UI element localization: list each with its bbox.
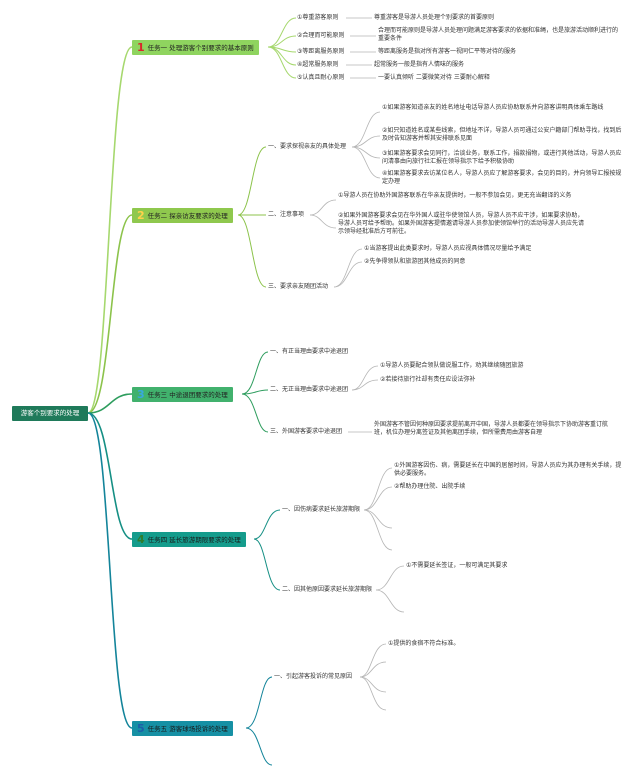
t2-sub2-item-2: ②如果外国游客要求会见在华外国人或驻华使领馆人员，导游人员不应干涉，如果要求协助… [338,212,585,235]
t4-sub1-item-1: ①外国游客因伤、病，需要延长在中国的居留时间，导游人员应为其办理有关手续，提供必… [394,462,622,477]
principle-2-desc: 合理而可能原则是导游人员处理问题满足游客要求的依据和准绳，也是旅游活动顺利进行的… [378,27,619,42]
task-number: 4 [137,533,145,546]
task-label: 任务三 中途退团要求的处理 [147,391,228,399]
task-label: 任务二 探亲访友要求的处理 [147,212,228,220]
t3-sub2-item-1: ①导游人员要配合领队做说服工作，劝其继续随团旅游 [380,362,524,369]
principle-1-label[interactable]: ①尊重游客原则 [297,14,339,21]
t2-sub3-item-1: ①当游客提出此类要求时，导游人员应视具体情况尽量给予满足 [364,245,532,252]
t4-sub2-item-1: ①不需要延长签证，一般可满足其要求 [406,562,508,569]
t4-sub2[interactable]: 二、因其他原因要求延长旅游期限 [282,586,373,593]
principle-3-label[interactable]: ③等距离服务原则 [297,48,345,55]
principle-4-desc: 超常服务一般是指有人情味的服务 [374,61,465,68]
t4-sub1[interactable]: 一、因伤病要求延长旅游期限 [282,506,361,513]
t2-sub2[interactable]: 二、注意事项 [268,211,305,218]
t2-sub1[interactable]: 一、要求探视亲友的具体处理 [268,143,347,150]
task-number: 3 [137,388,145,401]
t2-sub3[interactable]: 三、要求亲友随团活动 [268,283,329,290]
principle-5-label[interactable]: ⑤认真且耐心原则 [297,74,345,81]
principle-2-label[interactable]: ②合理而可能原则 [297,32,345,39]
principle-3-desc: 等距离服务是指对所有游客一视同仁平等对待的服务 [378,48,517,55]
t3-sub2[interactable]: 二、无正当理由要求中途退团 [270,386,349,393]
t2-sub1-item-2: ②如只知道姓名或某些线索，但地址不详，导游人员可通过公安户籍部门帮助寻找，找到后… [382,127,622,142]
t2-sub3-item-2: ②先争得领队和旅游团其他成员的同意 [364,258,466,265]
task-number: 1 [137,41,145,54]
root-node[interactable]: 游客个别要求的处理 [12,406,88,421]
t2-sub1-item-3: ③如果游客要求会见同行，洽谈业务，联系工作，捐款捐物，或进行其他活动，导游人员应… [382,150,622,165]
task-number: 2 [137,209,145,222]
t4-sub1-item-2: ②帮助办理住院、出院手续 [394,483,466,490]
t3-sub2-item-2: ②若接待旅行社却有责任应设法弥补 [380,376,476,383]
principle-4-label[interactable]: ④超常服务原则 [297,61,339,68]
task-label: 任务四 延长旅游期限要求的处理 [147,536,241,544]
t2-sub1-item-1: ①如果游客知道亲友的姓名地址电话导游人员应协助联系并向游客讲明具体乘车路线 [382,104,604,111]
t3-sub3[interactable]: 三、外国游客要求中途退团 [270,428,343,435]
t2-sub1-item-4: ④如果游客要求去访某位名人，导游人员应了解游客要求，会见的目的，并向领导汇报按规… [382,170,622,185]
t3-sub1[interactable]: 一、有正当理由要求中途退团 [270,348,349,355]
principle-1-desc: 尊重游客是导游人员处理个别要求的首要原则 [374,14,495,21]
t3-sub3-desc: 外国游客不管因何种原因要求提前离开中国，导游人员都要在领导指示下协助游客重订航班… [374,421,609,436]
task-label: 任务五 游客球场投诉的处理 [147,725,228,733]
principle-5-desc: 一要认真倾听 二要微笑对待 三要耐心解释 [378,74,490,81]
task-label: 任务一 处理游客个别要求的基本原则 [147,44,254,52]
t2-sub2-item-1: ①导游人员在协助外国游客联系在华亲友提供时，一般不参加会见，更无充当翻译的义务 [338,192,572,199]
t5-sub1[interactable]: 一、引起游客投诉的常见原因 [274,673,353,680]
task-number: 5 [137,722,145,735]
t5-sub1-item-1: ①提供的食宿不符合标准。 [388,640,460,647]
